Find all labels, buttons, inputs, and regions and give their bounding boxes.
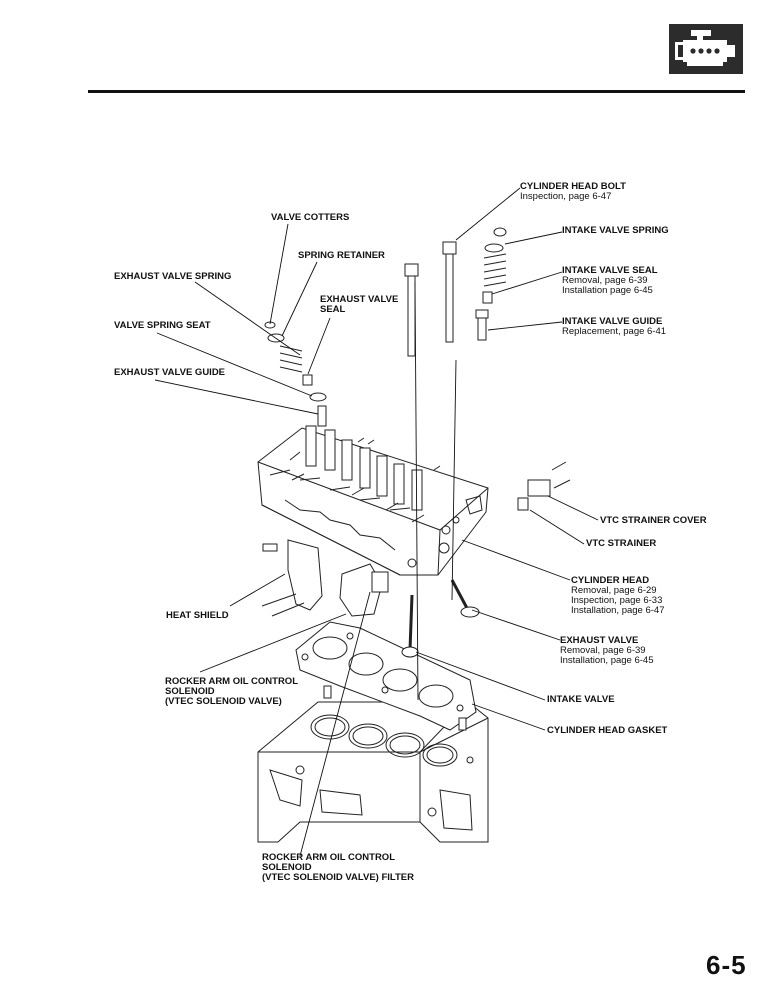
callout-title: EXHAUST VALVE SPRING	[114, 271, 232, 282]
callout-title: ROCKER ARM OIL CONTROL	[262, 852, 395, 863]
callout-ref: Inspection, page 6-33	[571, 595, 663, 606]
cylinder-head	[257, 425, 489, 576]
callout-spring-retainer: SPRING RETAINER	[298, 251, 385, 261]
callout-title: SPRING RETAINER	[298, 250, 385, 261]
callout-title: EXHAUST VALVE GUIDE	[114, 367, 226, 378]
callout-title: EXHAUST VALVE	[560, 635, 639, 646]
callout-vtc-strainer: VTC STRAINER	[586, 539, 656, 549]
callout-valve-spring-seat: VALVE SPRING SEAT	[114, 321, 211, 331]
callout-valve-cotters: VALVE COTTERS	[271, 213, 349, 223]
callout-title: INTAKE VALVE GUIDE	[562, 316, 663, 327]
callout-ref: Replacement, page 6-41	[562, 326, 667, 337]
callout-ref: Removal, page 6-29	[571, 585, 657, 596]
callout-exhaust-valve: EXHAUST VALVE Removal, page 6-39 Install…	[560, 636, 653, 666]
callout-ref: Installation, page 6-47	[571, 605, 665, 616]
vtec-solenoid-part	[339, 563, 389, 617]
callout-rocker-arm-solenoid: ROCKER ARM OIL CONTROL SOLENOID (VTEC SO…	[165, 677, 298, 707]
callout-title: INTAKE VALVE SPRING	[562, 225, 669, 236]
exhaust-valve-parts	[264, 321, 327, 427]
callout-intake-valve-seal: INTAKE VALVE SEAL Removal, page 6-39 Ins…	[562, 266, 658, 296]
callout-title: SOLENOID	[262, 862, 312, 873]
callout-title: VTC STRAINER	[586, 538, 657, 549]
callout-title: ROCKER ARM OIL CONTROL	[165, 676, 298, 687]
callout-title: CYLINDER HEAD	[571, 575, 650, 586]
callout-title: INTAKE VALVE SEAL	[562, 265, 658, 276]
dowel-pin	[458, 717, 467, 731]
callout-intake-valve: INTAKE VALVE	[547, 695, 615, 705]
vtc-strainer-parts	[517, 461, 571, 511]
callout-ref: Installation page 6-45	[562, 285, 653, 296]
leader-lines	[154, 187, 599, 857]
callout-intake-valve-spring: INTAKE VALVE SPRING	[562, 226, 669, 236]
callout-cylinder-head: CYLINDER HEAD Removal, page 6-29 Inspect…	[571, 576, 664, 616]
page-number: 6-5	[706, 950, 747, 980]
callout-title: VALVE COTTERS	[271, 212, 350, 223]
callout-ref: Removal, page 6-39	[562, 275, 648, 286]
callout-exhaust-valve-guide: EXHAUST VALVE GUIDE	[114, 368, 225, 378]
callout-ref: Removal, page 6-39	[560, 645, 646, 656]
callout-rocker-arm-filter: ROCKER ARM OIL CONTROL SOLENOID (VTEC SO…	[262, 853, 414, 883]
callout-title: (VTEC SOLENOID VALVE)	[165, 696, 282, 707]
callout-ref: Installation, page 6-45	[560, 655, 654, 666]
section-badge	[669, 24, 743, 74]
valves	[401, 579, 480, 658]
callout-title: INTAKE VALVE	[547, 694, 615, 705]
callout-title: SEAL	[320, 304, 346, 315]
header-rule	[88, 90, 745, 93]
cylinder-head-bolts	[404, 241, 457, 357]
callout-heat-shield: HEAT SHIELD	[166, 611, 229, 621]
engine-icon	[675, 30, 735, 66]
callout-cylinder-head-bolt: CYLINDER HEAD BOLT Inspection, page 6-47	[520, 182, 626, 202]
callout-cylinder-head-gasket: CYLINDER HEAD GASKET	[547, 726, 667, 736]
callout-intake-valve-guide: INTAKE VALVE GUIDE Replacement, page 6-4…	[562, 317, 666, 337]
callout-title: SOLENOID	[165, 686, 215, 697]
callout-title: CYLINDER HEAD GASKET	[547, 725, 668, 736]
intake-valve-parts	[475, 227, 507, 341]
heat-shield-part	[261, 539, 323, 617]
callout-ref: Inspection, page 6-47	[520, 191, 612, 202]
callout-title: HEAT SHIELD	[166, 610, 229, 621]
callout-title: VALVE SPRING SEAT	[114, 320, 211, 331]
callout-exhaust-valve-spring: EXHAUST VALVE SPRING	[114, 272, 231, 282]
callout-vtc-strainer-cover: VTC STRAINER COVER	[600, 516, 707, 526]
callout-title: EXHAUST VALVE	[320, 294, 399, 305]
callout-title: CYLINDER HEAD BOLT	[520, 181, 626, 192]
dowel-pin	[323, 685, 332, 699]
callout-title: (VTEC SOLENOID VALVE) FILTER	[262, 872, 414, 883]
callout-title: VTC STRAINER COVER	[600, 515, 707, 526]
callout-exhaust-valve-seal: EXHAUST VALVE SEAL	[320, 295, 398, 315]
